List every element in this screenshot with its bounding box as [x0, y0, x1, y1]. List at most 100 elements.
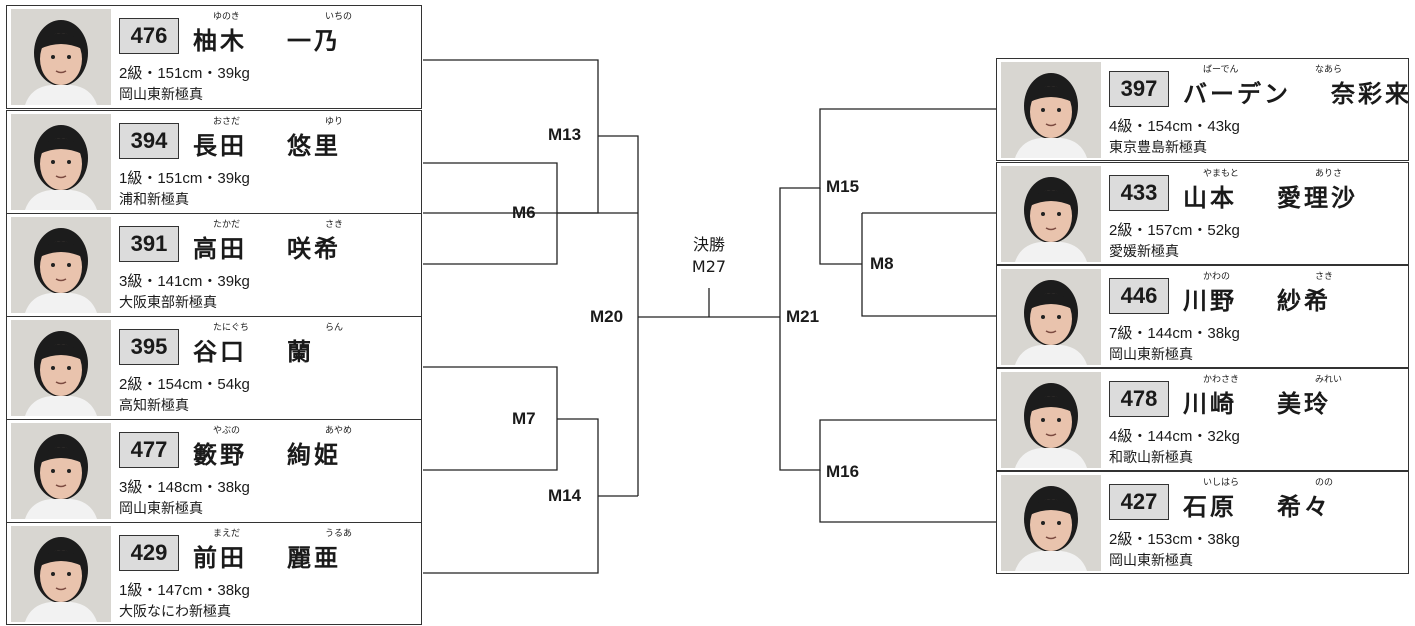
player-name: 高田 咲希 — [193, 229, 341, 264]
player-first-name: 愛理沙 — [1277, 184, 1358, 212]
player-dojo: 東京豊島新極真 — [1109, 137, 1207, 157]
player-name: 柚木 一乃 — [193, 21, 341, 56]
player-furigana-first: らん — [325, 320, 343, 333]
player-photo — [11, 526, 111, 622]
player-card: 427いしはらのの石原希々2級・153cm・38kg岡山東新極真 — [996, 471, 1409, 574]
player-photo — [11, 114, 111, 210]
player-last-name: 長田 — [193, 132, 247, 160]
player-dojo: 愛媛新極真 — [1109, 241, 1179, 261]
player-dojo: 大阪なにわ新極真 — [119, 601, 231, 621]
player-stats: 1級・151cm・39kg — [119, 167, 250, 188]
player-dojo: 和歌山新極真 — [1109, 447, 1193, 467]
player-last-name: 高田 — [193, 235, 247, 263]
player-number: 429 — [119, 535, 179, 571]
player-card: 394おさだゆり長田悠里1級・151cm・39kg浦和新極真 — [6, 110, 422, 214]
portrait-photo — [11, 9, 111, 105]
player-dojo: 浦和新極真 — [119, 189, 189, 209]
player-dojo: 岡山東新極真 — [119, 84, 203, 104]
player-photo — [1001, 166, 1101, 262]
player-first-name: 蘭 — [287, 338, 314, 366]
player-photo — [1001, 372, 1101, 468]
player-last-name: 柚木 — [193, 27, 247, 55]
player-photo — [1001, 62, 1101, 158]
portrait-photo — [11, 217, 111, 313]
portrait-photo — [11, 114, 111, 210]
player-first-name: 美玲 — [1277, 390, 1331, 418]
player-dojo: 岡山東新極真 — [1109, 344, 1193, 364]
player-dojo: 岡山東新極真 — [1109, 550, 1193, 570]
player-stats: 1級・147cm・38kg — [119, 579, 250, 600]
portrait-photo — [1001, 62, 1101, 158]
player-stats: 4級・154cm・43kg — [1109, 115, 1240, 136]
player-name: 石原希々 — [1183, 487, 1331, 522]
bracket-line-m7 — [423, 367, 557, 470]
match-label-m20: M20 — [590, 307, 623, 327]
final-label: 決勝 M27 — [676, 234, 742, 278]
player-first-name: 一乃 — [287, 27, 341, 55]
bracket-line-m15b — [820, 188, 862, 264]
player-last-name: 石原 — [1183, 493, 1237, 521]
player-last-name: 谷口 — [193, 338, 247, 366]
player-name: 川野 紗希 — [1183, 281, 1331, 316]
player-photo — [1001, 269, 1101, 365]
player-first-name: 麗亜 — [287, 544, 341, 572]
player-stats: 2級・153cm・38kg — [1109, 528, 1240, 549]
player-first-name: 咲希 — [287, 235, 341, 263]
player-name: 山本 愛理沙 — [1183, 178, 1358, 213]
player-number: 478 — [1109, 381, 1169, 417]
player-photo — [11, 9, 111, 105]
player-last-name: 籔野 — [193, 441, 247, 469]
final-title: 決勝 — [676, 234, 742, 256]
match-label-m13: M13 — [548, 125, 581, 145]
portrait-photo — [11, 423, 111, 519]
player-first-name: 紗希 — [1277, 287, 1331, 315]
portrait-photo — [1001, 372, 1101, 468]
player-name: 前田 麗亜 — [193, 538, 341, 573]
player-number: 433 — [1109, 175, 1169, 211]
match-label-m14: M14 — [548, 486, 581, 506]
player-number: 395 — [119, 329, 179, 365]
portrait-photo — [11, 320, 111, 416]
player-name: 長田悠里 — [193, 126, 341, 161]
player-dojo: 岡山東新極真 — [119, 498, 203, 518]
match-label-m6: M6 — [512, 203, 536, 223]
player-stats: 3級・141cm・39kg — [119, 270, 250, 291]
player-stats: 3級・148cm・38kg — [119, 476, 250, 497]
player-number: 391 — [119, 226, 179, 262]
player-number: 446 — [1109, 278, 1169, 314]
player-first-name: 絢姫 — [287, 441, 341, 469]
portrait-photo — [11, 526, 111, 622]
match-label-m15: M15 — [826, 177, 859, 197]
player-photo — [11, 320, 111, 416]
player-last-name: 川野 — [1183, 287, 1237, 315]
player-number: 397 — [1109, 71, 1169, 107]
player-first-name: 奈彩来 — [1331, 80, 1409, 108]
final-match: M27 — [676, 256, 742, 278]
player-last-name: 山本 — [1183, 184, 1237, 212]
player-number: 477 — [119, 432, 179, 468]
portrait-photo — [1001, 166, 1101, 262]
player-name: 籔野 絢姫 — [193, 435, 341, 470]
player-last-name: 川崎 — [1183, 390, 1237, 418]
portrait-photo — [1001, 475, 1101, 571]
player-name: 川崎 美玲 — [1183, 384, 1331, 419]
player-photo — [11, 217, 111, 313]
player-stats: 2級・151cm・39kg — [119, 62, 250, 83]
player-stats: 2級・154cm・54kg — [119, 373, 250, 394]
player-stats: 7級・144cm・38kg — [1109, 322, 1240, 343]
player-stats: 4級・144cm・32kg — [1109, 425, 1240, 446]
player-name: 谷口 蘭 — [193, 332, 314, 367]
player-photo — [11, 423, 111, 519]
player-stats: 2級・157cm・52kg — [1109, 219, 1240, 240]
bracket-line-m16 — [780, 317, 997, 470]
match-label-m8: M8 — [870, 254, 894, 274]
player-card: 395たにぐちらん谷口蘭2級・154cm・54kg高知新極真 — [6, 316, 422, 420]
player-last-name: 前田 — [193, 544, 247, 572]
player-last-name: バーデン — [1183, 80, 1291, 108]
